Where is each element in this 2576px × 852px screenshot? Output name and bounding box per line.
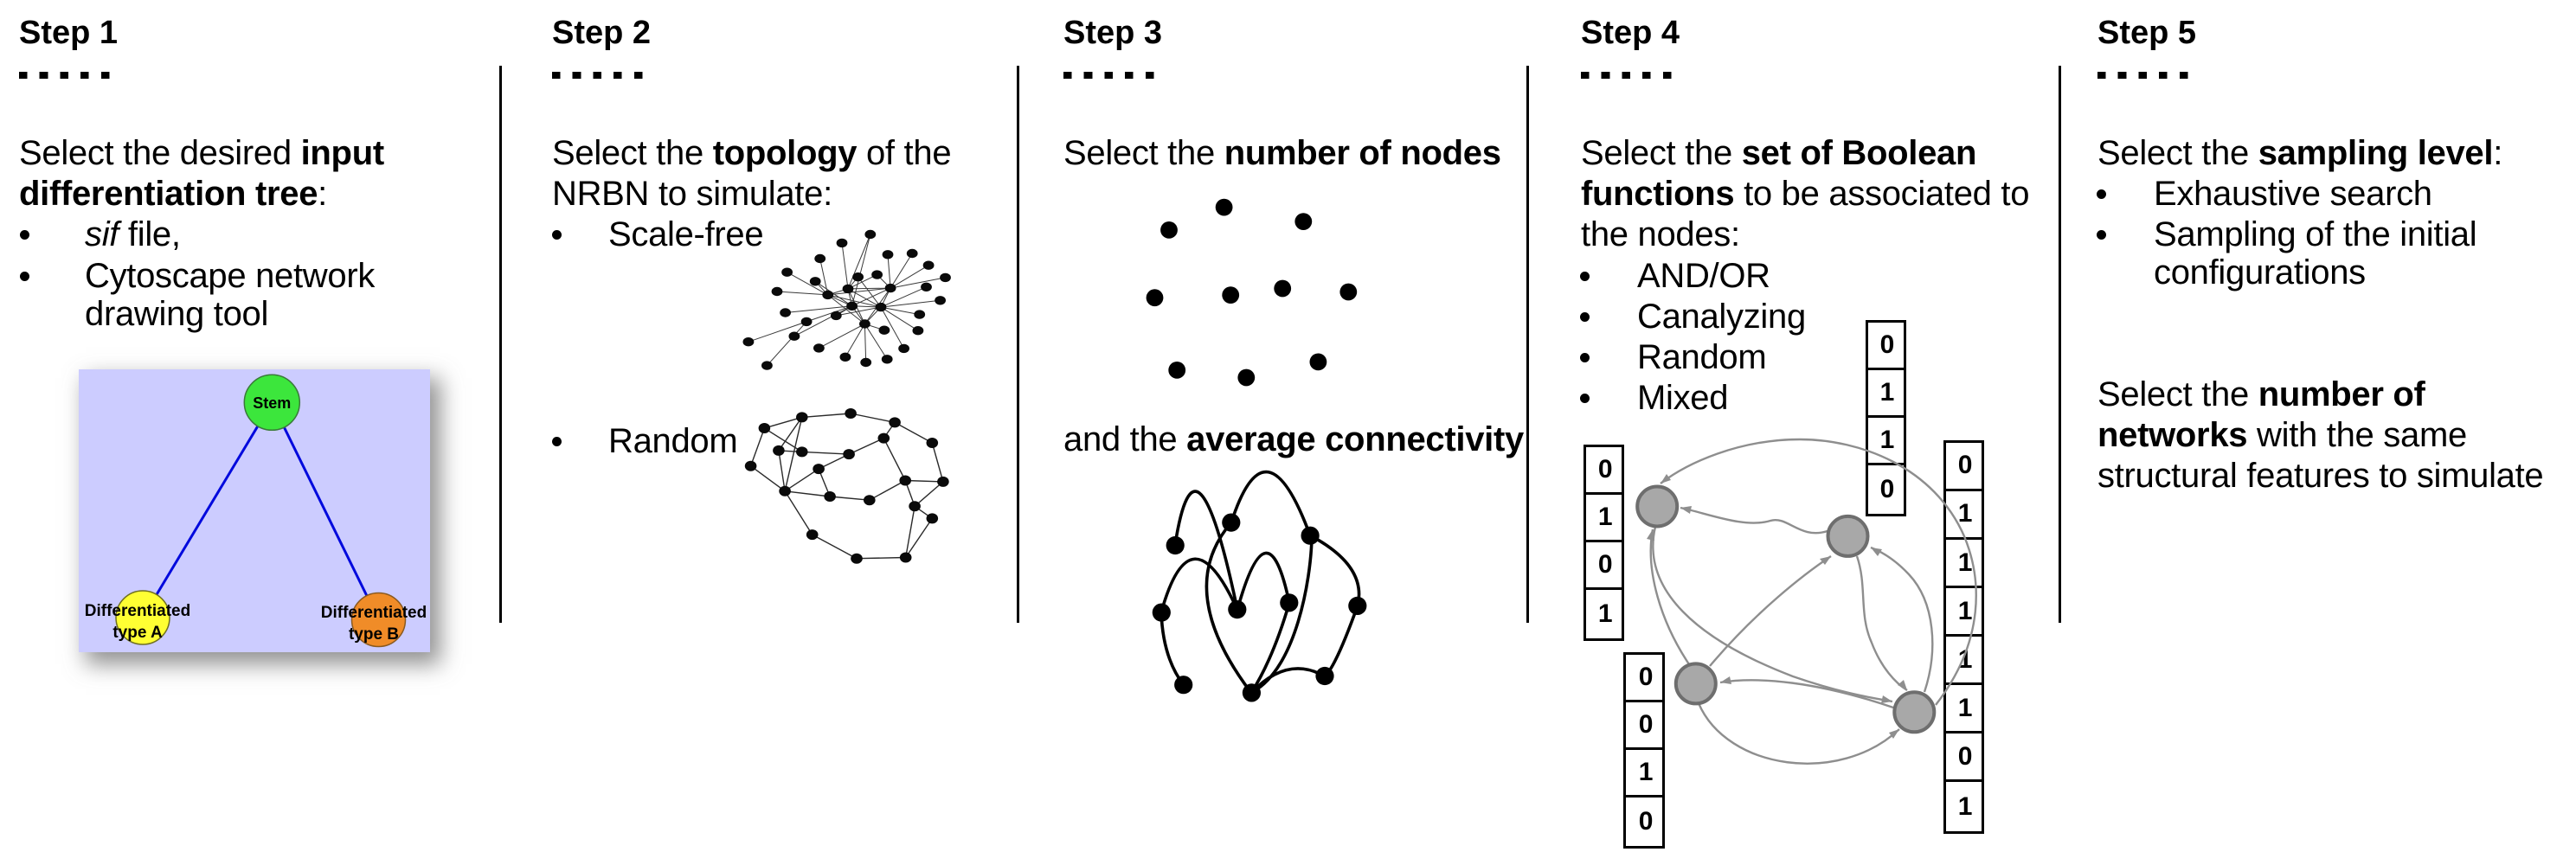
svg-text:type B: type B — [349, 625, 399, 644]
svg-text:Differentiated: Differentiated — [85, 602, 190, 620]
svg-text:Stem: Stem — [253, 394, 291, 412]
svg-text:type A: type A — [112, 624, 163, 642]
svg-text:Differentiated: Differentiated — [321, 604, 427, 622]
